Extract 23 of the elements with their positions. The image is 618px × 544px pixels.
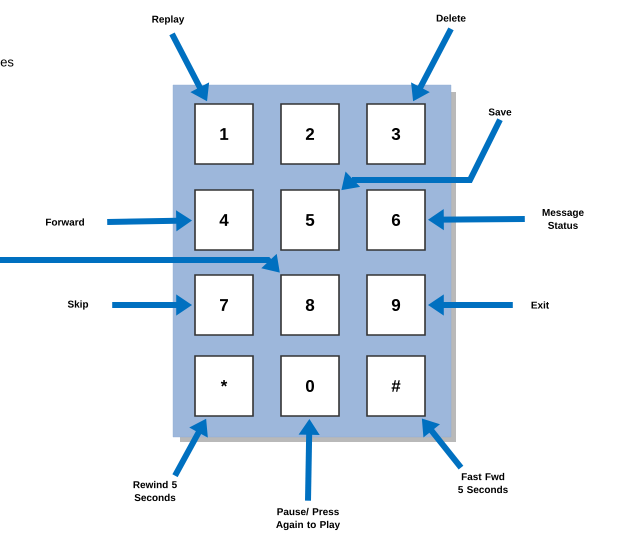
- callout-label: Fast Fwd 5 Seconds: [458, 472, 508, 494]
- key-button: 8: [280, 274, 340, 336]
- callout-label: Exit: [532, 301, 550, 309]
- key-button: 1: [194, 103, 254, 165]
- key-button: 3: [366, 103, 426, 165]
- key-button: 7: [194, 274, 254, 336]
- callout-label: Rewind 5 Seconds: [134, 480, 177, 502]
- callout-label: Skip: [68, 300, 88, 310]
- key-button: 2: [280, 103, 340, 165]
- callout-label: Forward: [46, 218, 84, 226]
- callout-label: Pause/ Press Again to Play: [276, 508, 340, 530]
- callout-label: Delete: [436, 14, 466, 22]
- key-button: 6: [366, 189, 426, 251]
- callout-label: Save: [488, 108, 512, 116]
- key-button: #: [366, 355, 426, 417]
- key-button: 9: [366, 274, 426, 336]
- cut-off-text: es: [0, 59, 14, 67]
- key-button: *: [194, 355, 254, 417]
- callout-label: Replay: [152, 15, 184, 25]
- key-button: 4: [194, 189, 254, 251]
- callout-label: Message Status: [542, 209, 584, 229]
- key-button: 5: [280, 189, 340, 251]
- key-button: 0: [280, 355, 340, 417]
